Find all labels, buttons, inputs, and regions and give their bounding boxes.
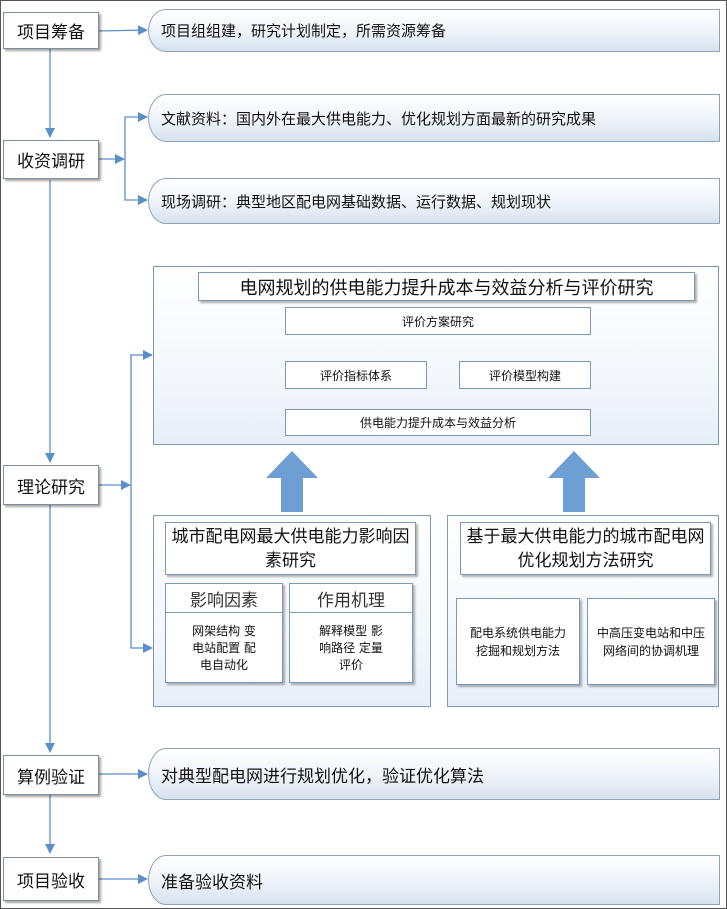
influence-panel-title: 城市配电网最大供电能力影响因素研究 — [165, 522, 416, 575]
arrow-s1-d1 — [98, 25, 148, 36]
eval-model-box: 评价模型构建 — [459, 361, 591, 389]
capability-mining-box: 配电系统供电能力挖掘和规划方法 — [456, 598, 580, 685]
stage-label: 收资调研 — [17, 152, 85, 172]
big-up-arrow-left — [266, 451, 318, 512]
description-text: 对典型配电网进行规划优化，验证优化算法 — [161, 766, 484, 787]
description-banner: 准备验收资料 — [148, 855, 720, 905]
description-text: 文献资料：国内外在最大供电能力、优化规划方面最新的研究成果 — [161, 109, 597, 128]
stage-box: 项目筹备 — [3, 12, 99, 49]
description-banner: 文献资料：国内外在最大供电能力、优化规划方面最新的研究成果 — [148, 94, 720, 142]
mechanism-title: 作用机理 — [290, 584, 412, 613]
evaluation-research-title: 电网规划的供电能力提升成本与效益分析与评价研究 — [198, 272, 695, 301]
factors-title: 影响因素 — [166, 584, 282, 613]
big-up-arrow-right — [548, 451, 600, 512]
title-text: 城市配电网最大供电能力影响因素研究 — [171, 526, 410, 571]
mechanism-items: 解释模型 影响路径 定量评价 — [319, 624, 383, 672]
box-text: 评价指标体系 — [319, 368, 392, 383]
stage-label: 项目筹备 — [17, 23, 85, 43]
bracket-s3 — [130, 354, 152, 649]
stage-box: 收资调研 — [3, 140, 99, 179]
stage-box: 算例验证 — [3, 755, 99, 795]
box-text: 评价方案研究 — [401, 314, 474, 329]
box-text: 中高压变电站和中压网络间的协调机理 — [596, 625, 705, 658]
box-text: 配电系统供电能力挖掘和规划方法 — [469, 625, 566, 658]
description-text: 项目组组建，研究计划制定，所需资源筹备 — [161, 22, 447, 40]
box-text: 评价模型构建 — [488, 368, 561, 383]
title-text: 电网规划的供电能力提升成本与效益分析与评价研究 — [239, 277, 654, 299]
description-banner: 对典型配电网进行规划优化，验证优化算法 — [148, 748, 720, 800]
factors-items: 网架结构 变电站配置 配电自动化 — [192, 624, 256, 672]
eval-plan-box: 评价方案研究 — [285, 307, 591, 335]
description-banner: 现场调研：典型地区配电网基础数据、运行数据、规划现状 — [148, 178, 720, 224]
stage-box: 项目验收 — [3, 857, 99, 901]
box-text: 供电能力提升成本与效益分析 — [359, 416, 516, 430]
description-text: 现场调研：典型地区配电网基础数据、运行数据、规划现状 — [161, 192, 552, 211]
cost-benefit-box: 供电能力提升成本与效益分析 — [285, 409, 591, 436]
stage-box: 理论研究 — [3, 465, 99, 505]
stage-label: 理论研究 — [17, 477, 85, 498]
description-banner: 项目组组建，研究计划制定，所需资源筹备 — [148, 9, 720, 52]
bracket-s2 — [124, 116, 147, 201]
description-text: 准备验收资料 — [161, 872, 263, 893]
stage-label: 项目验收 — [17, 871, 85, 892]
eval-index-box: 评价指标体系 — [285, 361, 427, 389]
factors-box: 影响因素 网架结构 变电站配置 配电自动化 — [165, 583, 283, 683]
mechanism-box: 作用机理 解释模型 影响路径 定量评价 — [289, 583, 413, 683]
coordination-mechanism-box: 中高压变电站和中压网络间的协调机理 — [587, 598, 715, 685]
optimization-panel-title: 基于最大供电能力的城市配电网优化规划方法研究 — [460, 522, 711, 575]
stage-label: 算例验证 — [17, 767, 85, 788]
title-text: 基于最大供电能力的城市配电网优化规划方法研究 — [466, 526, 705, 571]
